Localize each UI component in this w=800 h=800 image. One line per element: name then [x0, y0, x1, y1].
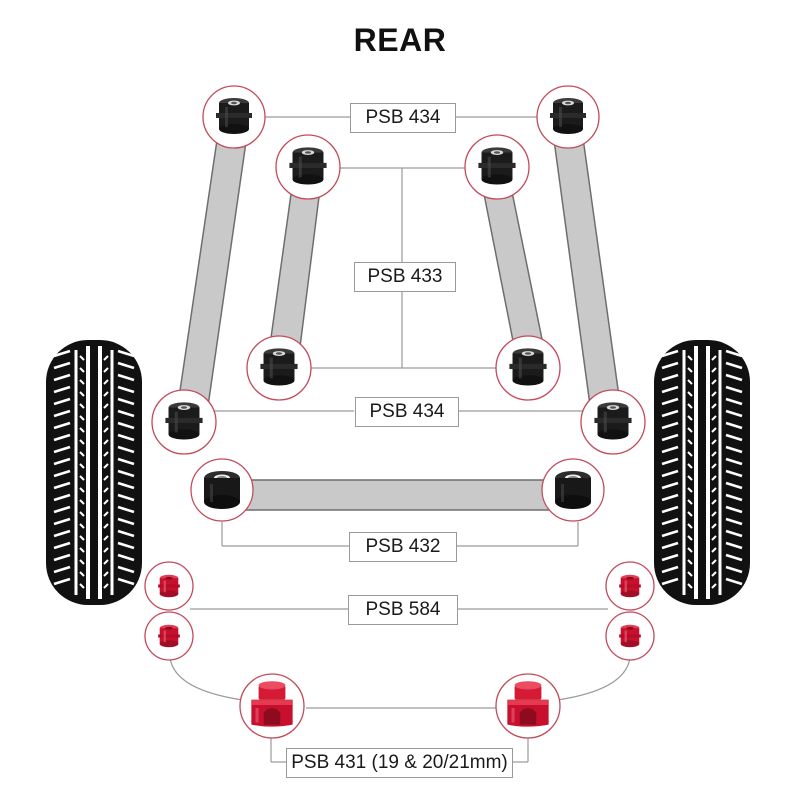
- tyre-tread-right-icon: [654, 340, 750, 605]
- psb431-right-bushing-icon: [495, 673, 561, 739]
- psb433-bottom-left-bushing-icon: [246, 335, 312, 401]
- psb584-upper-left-bushing-icon: [144, 561, 194, 611]
- label-psb433: PSB 433: [354, 262, 456, 292]
- psb584-lower-right-bushing-icon: [605, 611, 655, 661]
- inner-left-arm: [269, 186, 321, 348]
- connector-lines: [169, 116, 631, 763]
- outer-left-arm: [175, 139, 247, 421]
- label-psb431: PSB 431 (19 & 20/21mm): [286, 748, 513, 778]
- label-psb434-bottom: PSB 434: [355, 397, 459, 427]
- psb433-bottom-right-bushing-icon: [495, 335, 561, 401]
- psb431-left-bushing-icon: [239, 673, 305, 739]
- psb433-top-right-bushing-icon: [464, 134, 530, 200]
- page-title: REAR: [353, 22, 447, 58]
- psb432-right-bushing-icon: [541, 458, 605, 522]
- psb432-left-bushing-icon: [190, 458, 254, 522]
- psb433-top-left-bushing-icon: [275, 134, 341, 200]
- label-psb584: PSB 584: [348, 595, 458, 625]
- psb434-bottom-right-bushing-icon: [580, 389, 646, 455]
- panhard-rod: [237, 479, 569, 511]
- psb584-lower-left-bushing-icon: [144, 611, 194, 661]
- psb434-top-left-bushing-icon: [202, 85, 266, 149]
- tyre-tread-left-icon: [46, 340, 142, 605]
- psb434-bottom-left-bushing-icon: [151, 389, 217, 455]
- outer-right-arm: [553, 137, 623, 421]
- label-psb434-top: PSB 434: [350, 103, 456, 133]
- label-psb432: PSB 432: [349, 532, 457, 562]
- psb584-upper-right-bushing-icon: [605, 561, 655, 611]
- inner-right-arm: [482, 186, 544, 347]
- psb434-top-right-bushing-icon: [536, 85, 600, 149]
